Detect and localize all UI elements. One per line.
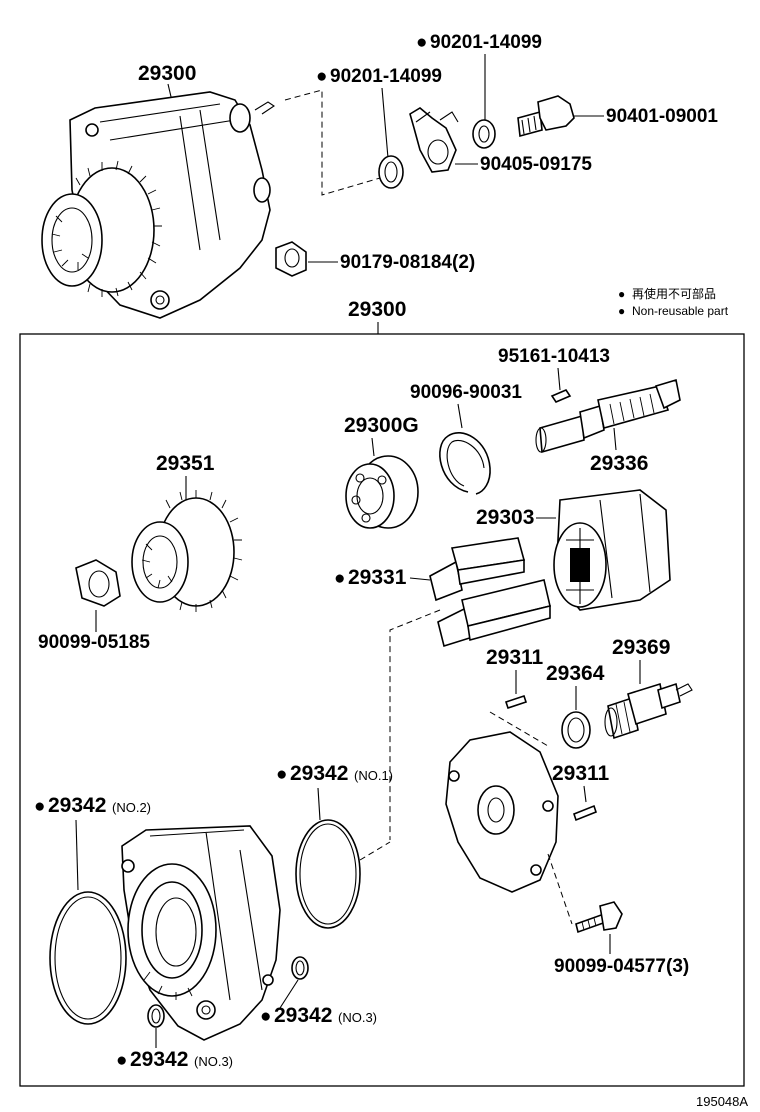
leader-29311-b — [583, 785, 587, 803]
label-90405: 90405-09175 — [480, 154, 592, 175]
label-29364: 29364 — [546, 662, 605, 685]
pin-29311-a — [504, 694, 528, 710]
leader-90201-a — [381, 87, 389, 159]
label-29300-box: 29300 — [348, 298, 406, 321]
o-ring-29364 — [561, 711, 591, 749]
label-90201-a: 90201-14099 — [330, 66, 442, 87]
legend-marker-jp: ● — [618, 287, 625, 301]
leader-29300g — [371, 437, 375, 457]
bolt-90099-04577 — [575, 901, 623, 934]
label-29342-no3-b: 29342 — [130, 1048, 188, 1071]
label-29369: 29369 — [612, 636, 670, 659]
tag-29342-no3-b: (NO.3) — [194, 1054, 233, 1069]
o-ring-29342-no2 — [49, 891, 127, 1025]
guide-line-top-1 — [284, 89, 381, 196]
assembly-frame — [19, 333, 745, 1087]
leader-29336 — [613, 427, 617, 451]
o-ring-29342-no3-b — [147, 1004, 165, 1028]
legend-en: Non-reusable part — [632, 304, 729, 318]
label-90201-b: 90201-14099 — [430, 32, 542, 53]
label-29336: 29336 — [590, 452, 648, 475]
rotor-shaft-29336 — [535, 378, 681, 454]
label-29311-b: 29311 — [552, 762, 610, 785]
leader-29342-no1 — [317, 787, 321, 821]
rotor-29303 — [553, 489, 671, 611]
bearing-29300g — [345, 455, 419, 529]
marker-29342-no3-b: ● — [116, 1050, 127, 1071]
label-90401: 90401-09001 — [606, 106, 718, 127]
washer-90201-b — [472, 119, 496, 149]
legend-jp: 再使用不可部品 — [632, 286, 716, 301]
marker-29342-no2: ● — [34, 796, 45, 817]
tag-29342-no2: (NO.2) — [112, 800, 151, 815]
leader-29331 — [409, 577, 431, 581]
pin-29311-b — [573, 804, 597, 822]
tag-29342-no3-a: (NO.3) — [338, 1010, 377, 1025]
label-29342-no2: 29342 — [48, 794, 106, 817]
label-29342-no3-a: 29342 — [274, 1004, 332, 1027]
o-ring-29342-no1 — [295, 819, 361, 929]
figure-code: 195048A — [696, 1094, 748, 1109]
nut-90099-05185 — [75, 559, 121, 607]
guide-line-pin-a — [489, 711, 549, 747]
label-29300-top: 29300 — [138, 62, 196, 85]
washer-90201-a — [378, 155, 404, 189]
label-29342-no1: 29342 — [290, 762, 348, 785]
end-plate — [445, 731, 559, 893]
drive-gear-29351 — [131, 490, 243, 612]
legend-marker-en: ● — [618, 304, 625, 318]
label-90099-05185: 90099-05185 — [38, 632, 150, 653]
vacuum-switch-29369 — [604, 682, 693, 740]
label-29331: 29331 — [348, 566, 407, 589]
guide-line-vanes — [389, 609, 441, 840]
marker-29342-no1: ● — [276, 764, 287, 785]
marker-29331: ● — [334, 568, 345, 589]
nut-90179 — [275, 241, 307, 277]
key-95161 — [550, 389, 572, 403]
leader-95161 — [557, 367, 561, 391]
union-fitting-90405 — [409, 107, 459, 173]
label-29351: 29351 — [156, 452, 215, 475]
label-90096: 90096-90031 — [410, 382, 522, 403]
vacuum-pump-assembly-drawing — [41, 91, 275, 319]
pump-casing — [121, 825, 281, 1041]
leader-29342-no2 — [75, 819, 79, 891]
snap-ring-90096 — [439, 431, 491, 495]
vanes-29331 — [429, 537, 551, 648]
leader-29342-no3-a — [279, 979, 299, 1009]
tag-29342-no1: (NO.1) — [354, 768, 393, 783]
label-29300g: 29300G — [344, 414, 419, 437]
label-90099-04577: 90099-04577(3) — [554, 956, 689, 977]
label-29303: 29303 — [476, 506, 534, 529]
leader-90096 — [457, 403, 463, 429]
label-90179: 90179-08184(2) — [340, 252, 475, 273]
guide-line-bolt — [547, 853, 573, 925]
guide-line-casing — [359, 841, 391, 861]
marker-90201-b: ● — [416, 32, 427, 53]
label-95161: 95161-10413 — [498, 346, 610, 367]
marker-29342-no3-a: ● — [260, 1006, 271, 1027]
label-29311-a: 29311 — [486, 646, 544, 669]
marker-90201-a: ● — [316, 66, 327, 87]
union-bolt-90401 — [517, 95, 575, 138]
o-ring-29342-no3-a — [291, 956, 309, 980]
